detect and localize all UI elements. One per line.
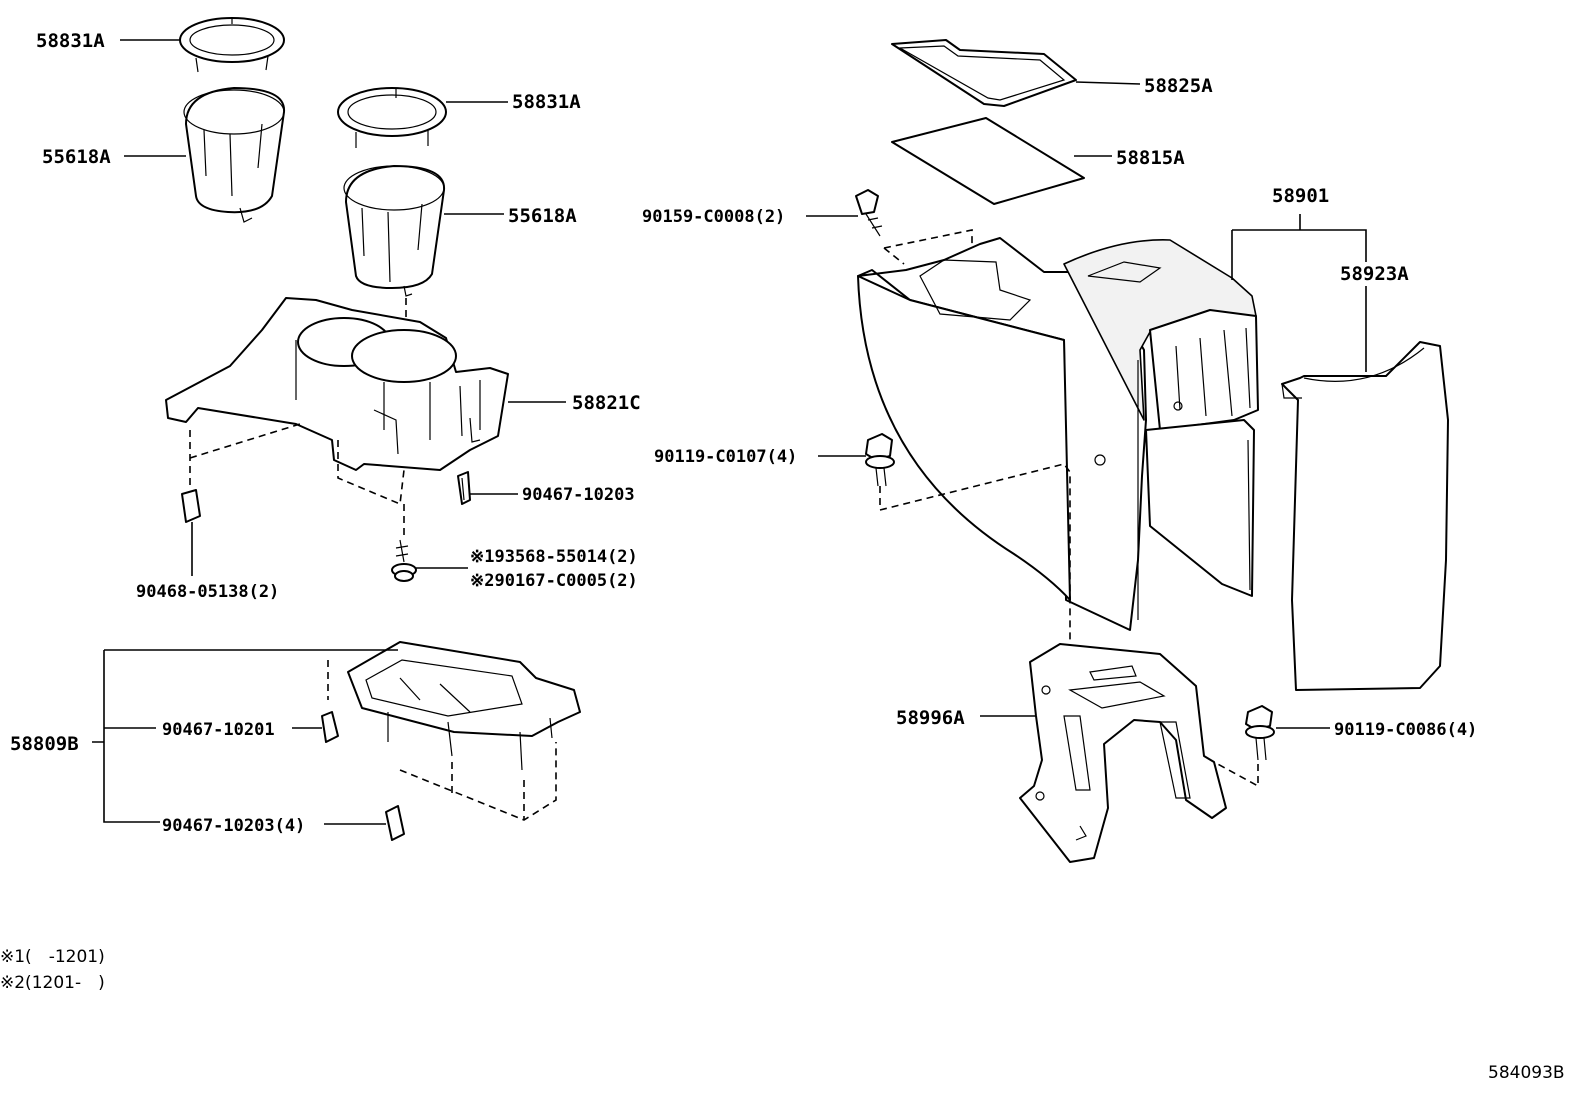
part-90467-10203-4-clip: [385, 805, 405, 841]
label-58821C: 58821C: [572, 392, 641, 414]
part-58996A-bracket: [1019, 643, 1227, 863]
part-90467-10203-clip: [457, 471, 471, 505]
label-90467-10201: 90467-10201: [162, 720, 275, 740]
label-58825A: 58825A: [1144, 75, 1213, 97]
label-58815A: 58815A: [1116, 147, 1185, 169]
label-58831A-left: 58831A: [36, 30, 105, 52]
label-58831A-right: 58831A: [512, 91, 581, 113]
label-58901: 58901: [1272, 185, 1329, 207]
label-55618A-left: 55618A: [42, 146, 111, 168]
diagram-reference-number: 584093B: [1488, 1063, 1565, 1083]
part-58831A-right: [337, 87, 447, 148]
label-90119-C0086: 90119-C0086(4): [1334, 720, 1477, 740]
part-bolt-90119-C0107: [865, 433, 895, 487]
part-screw-93568-90167: [391, 539, 417, 582]
label-90467-10203-4: 90467-10203(4): [162, 816, 305, 836]
part-bolt-90119-C0086: [1245, 705, 1275, 761]
footnote-1: ※1( -1201): [0, 947, 105, 967]
part-58825A-mat: [891, 39, 1077, 107]
part-58831A-left: [179, 17, 285, 73]
footnote-2: ※2(1201- ): [0, 973, 105, 993]
label-58923A: 58923A: [1340, 263, 1409, 285]
part-58923A-cover: [1281, 341, 1449, 691]
part-58815A-pad: [891, 117, 1085, 205]
label-290167-C0005: ※290167-C0005(2): [470, 571, 638, 591]
label-58809B: 58809B: [10, 733, 79, 755]
part-55618A-right: [343, 165, 446, 297]
label-90468-05138: 90468-05138(2): [136, 582, 279, 602]
part-90468-05138-clip: [181, 489, 201, 523]
label-90119-C0107: 90119-C0107(4): [654, 447, 797, 467]
label-55618A-right: 55618A: [508, 205, 577, 227]
label-90467-10203: 90467-10203: [522, 485, 635, 505]
part-58821C: [165, 297, 509, 471]
label-58996A: 58996A: [896, 707, 965, 729]
part-55618A-left: [183, 87, 286, 223]
part-58901-console: [857, 237, 1259, 631]
part-screw-90159: [855, 189, 883, 237]
part-90467-10201-clip: [321, 711, 339, 743]
part-58809B-tray: [347, 641, 581, 771]
label-90159-C0008: 90159-C0008(2): [642, 207, 785, 227]
label-193568-55014: ※193568-55014(2): [470, 547, 638, 567]
